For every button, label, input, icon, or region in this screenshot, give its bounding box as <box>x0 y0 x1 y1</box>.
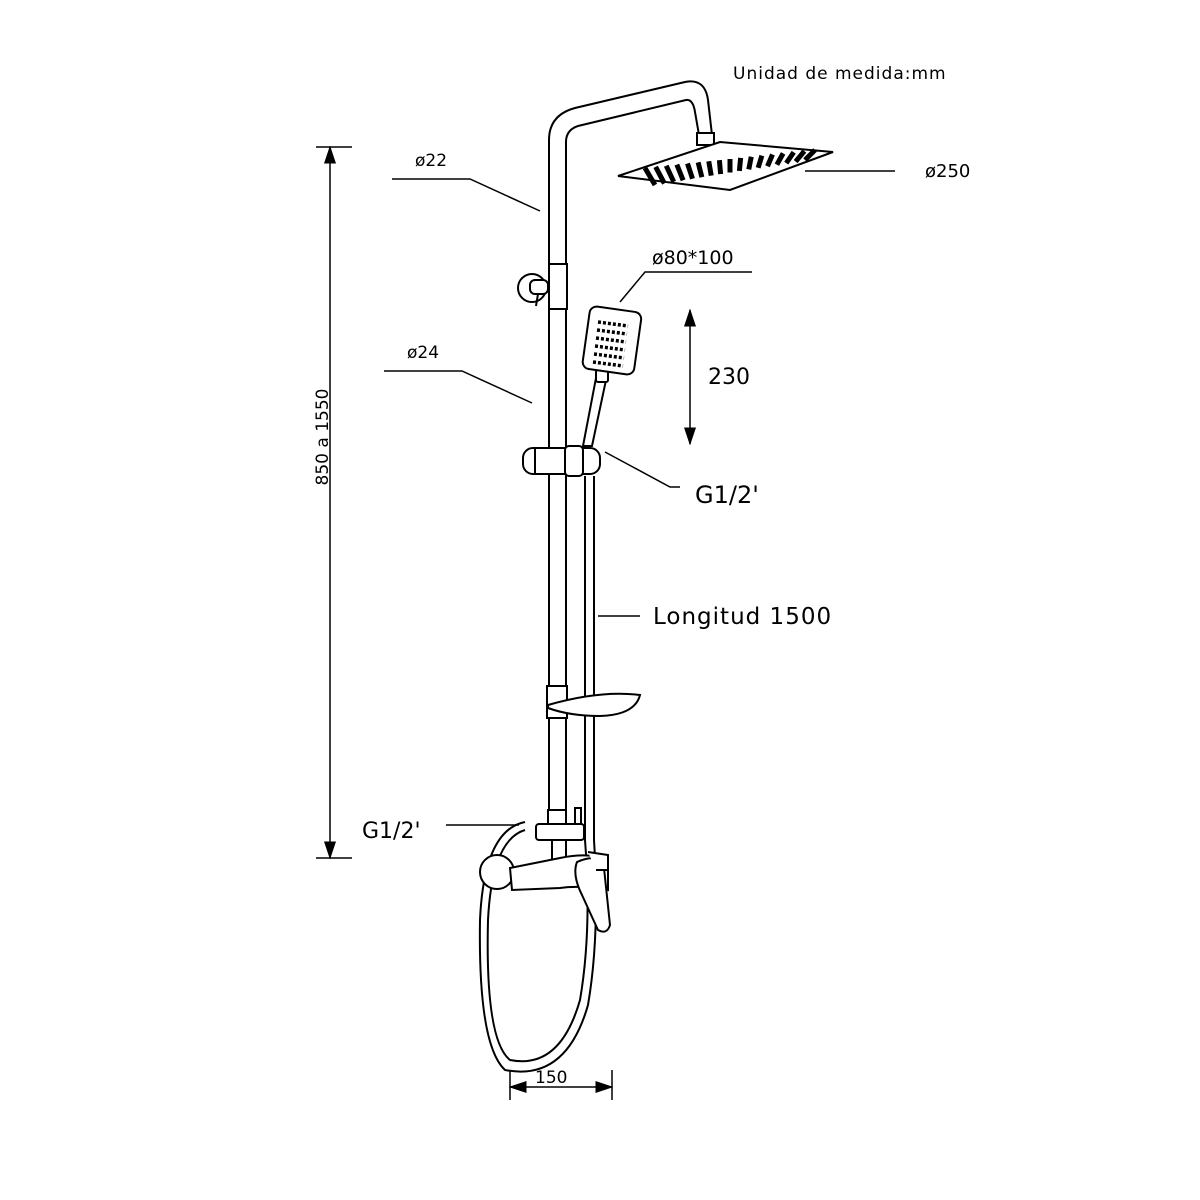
hose-length-label: Longitud 1500 <box>653 604 832 630</box>
shower-hose <box>478 476 597 1073</box>
nozzle-row <box>594 344 626 352</box>
nozzle-row <box>593 352 625 360</box>
nozzle-stripe <box>803 148 817 162</box>
hand-shower-nozzles <box>592 320 629 368</box>
lower-pipe <box>548 309 567 810</box>
nozzle-stripe <box>793 149 807 164</box>
nozzle-stripe <box>653 165 667 185</box>
nozzle-row <box>592 360 624 368</box>
nozzle-row <box>596 328 628 336</box>
nozzle-stripe <box>716 159 724 175</box>
mixer-valve <box>479 807 612 933</box>
hand-shower <box>581 305 643 447</box>
hand-shower-slider <box>522 445 601 477</box>
mixer-width-dimension <box>508 1070 614 1100</box>
mixer-width-label: 150 <box>535 1068 567 1088</box>
hose-connection-label: G1/2' <box>695 481 759 509</box>
leader-lines <box>384 170 895 826</box>
height-range-label: 850 a 1550 <box>313 389 333 486</box>
hand-shower-size-label: ø80*100 <box>652 247 734 269</box>
units-note: Unidad de medida:mm <box>733 64 947 84</box>
nozzle-stripe <box>695 161 705 178</box>
top-wall-bracket <box>517 263 568 310</box>
rain-shower-head <box>617 140 834 192</box>
nozzle-stripe <box>784 150 796 165</box>
nozzle-row <box>597 320 629 328</box>
height-dimension <box>316 145 352 860</box>
nozzle-stripe <box>774 152 786 166</box>
rain-shower-diameter-label: ø250 <box>925 161 970 182</box>
hand-shower-height-label: 230 <box>708 365 750 390</box>
nozzle-stripe <box>746 156 754 170</box>
lower-pipe-diameter-label: ø24 <box>407 343 439 363</box>
nozzle-stripe <box>685 162 695 180</box>
nozzle-stripe <box>674 163 686 182</box>
nozzle-stripe <box>706 160 714 177</box>
nozzle-stripe <box>642 166 658 187</box>
nozzle-stripe <box>663 164 677 183</box>
mixer-connection-label: G1/2' <box>362 819 421 844</box>
nozzle-stripe <box>765 153 775 168</box>
upper-pipe <box>548 80 715 268</box>
upper-pipe-diameter-label: ø22 <box>415 151 447 171</box>
nozzle-row <box>595 336 627 344</box>
nozzle-stripe <box>755 154 765 169</box>
nozzle-stripe <box>736 157 744 172</box>
rain-shower-nozzles <box>642 148 817 187</box>
soap-dish <box>546 685 642 719</box>
